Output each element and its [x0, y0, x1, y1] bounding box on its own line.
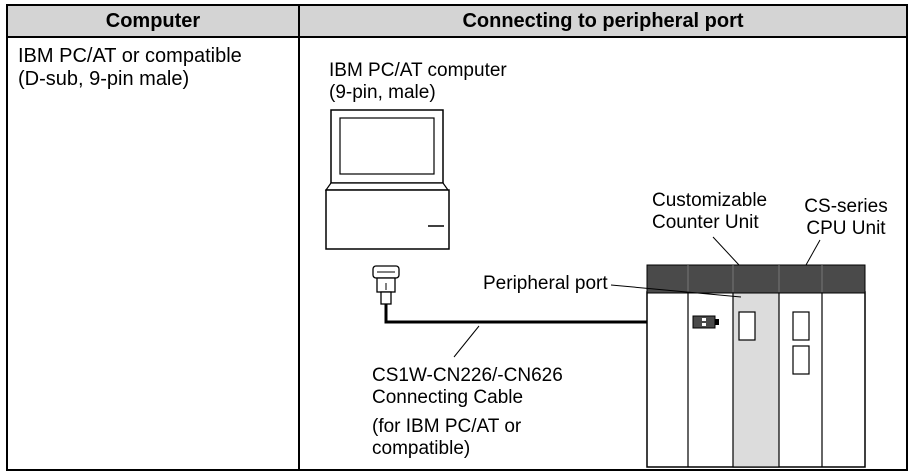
header-computer: Computer: [105, 10, 201, 32]
cable-leader: [453, 325, 480, 358]
column-divider: [298, 6, 300, 469]
cable-line3: (for IBM PC/AT or: [372, 416, 522, 437]
computer-label-line1: IBM PC/AT computer: [329, 60, 507, 81]
pc-monitor-icon: [324, 109, 450, 191]
computer-cell-line1: IBM PC/AT or compatible: [18, 45, 242, 67]
computer-label-line2: (9-pin, male): [329, 82, 436, 103]
connection-table: Computer Connecting to peripheral port I…: [6, 4, 908, 471]
cable-line1: CS1W-CN226/-CN626: [372, 365, 563, 386]
plc-rack: [646, 264, 866, 468]
dsub-connector-icon: [372, 265, 400, 305]
counter-unit-leader: [712, 236, 740, 266]
pc-base-icon: [325, 189, 450, 250]
cable-line4: compatible): [372, 438, 471, 459]
cable-label: CS1W-CN226/-CN626 Connecting Cable (for …: [372, 365, 563, 460]
peripheral-plug-icon: [692, 315, 719, 329]
counter-unit-label: Customizable Counter Unit: [652, 190, 767, 234]
connecting-cable: [384, 304, 698, 324]
header-connecting: Connecting to peripheral port: [462, 10, 744, 32]
cpu-unit-line1: CS-series: [804, 196, 888, 217]
cable-line2: Connecting Cable: [372, 387, 524, 408]
counter-unit-line1: Customizable: [652, 190, 768, 211]
computer-label: IBM PC/AT computer (9-pin, male): [329, 60, 507, 104]
cpu-unit-label: CS-series CPU Unit: [801, 196, 891, 240]
counter-unit-line2: Counter Unit: [652, 212, 759, 233]
peripheral-port-label: Peripheral port: [483, 273, 608, 294]
computer-cell-line2: (D-sub, 9-pin male): [18, 68, 190, 90]
cpu-unit-line2: CPU Unit: [806, 218, 886, 239]
cpu-unit-leader: [805, 239, 821, 266]
table-header: [8, 6, 906, 38]
computer-cell: IBM PC/AT or compatible (D-sub, 9-pin ma…: [18, 45, 242, 91]
peripheral-port-leader: [610, 284, 742, 298]
